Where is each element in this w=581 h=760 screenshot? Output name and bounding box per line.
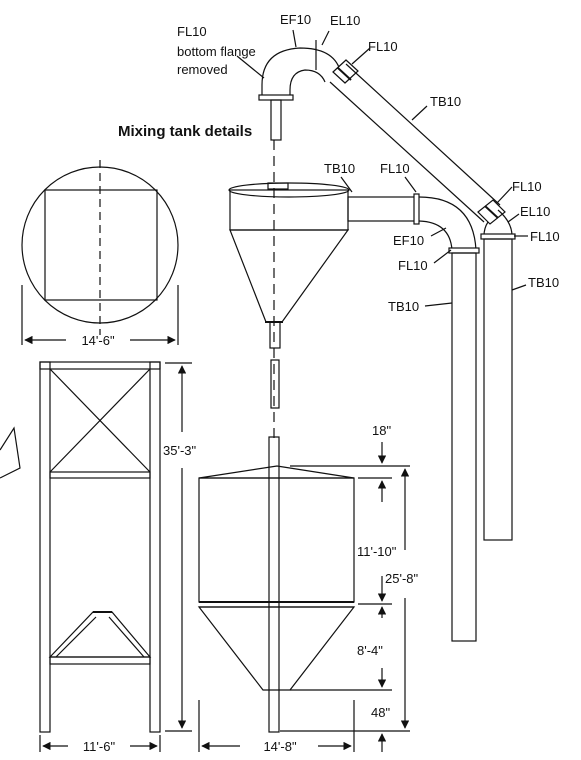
tank-dimensions: 18" 11'-10" 25'-8" 8'-4" 48" 14'-8" [198, 423, 419, 754]
dim-frame-height: 35'-3" [163, 443, 197, 458]
middle-pipe-elbow [347, 193, 480, 642]
label-fl10-mid-low: FL10 [398, 258, 428, 273]
support-frame: 35'-3" 11'-6" [0, 361, 197, 754]
label-fl10-note2: removed [177, 62, 228, 77]
top-elbow-assembly [258, 40, 501, 223]
component-labels: FL10 bottom flange removed EF10 EL10 FL1… [177, 12, 560, 314]
dim-frame-width: 11'-6" [83, 739, 116, 754]
dim-tank-width: 14'-8" [263, 739, 297, 754]
dim-bottom-gap: 48" [371, 705, 390, 720]
leader-lines [236, 29, 528, 307]
dim-total-height: 25'-8" [385, 571, 419, 586]
label-ef10-mid: EF10 [393, 233, 424, 248]
right-drop-pipe [477, 199, 516, 541]
label-fl10-note1: bottom flange [177, 44, 256, 59]
dim-cone-height: 8'-4" [357, 643, 383, 658]
label-el10-right: EL10 [520, 204, 550, 219]
label-tb10-mid: TB10 [324, 161, 355, 176]
label-fl10-top: FL10 [177, 24, 207, 39]
dim-top-gap: 18" [372, 423, 391, 438]
main-tank [197, 436, 356, 733]
dim-cyl-height: 11'-10" [357, 544, 397, 559]
label-fl10-mid: FL10 [380, 161, 410, 176]
label-fl10-right-a: FL10 [512, 179, 542, 194]
label-ef10-top: EF10 [280, 12, 311, 27]
label-tb10-diagonal: TB10 [430, 94, 461, 109]
diagram-title: Mixing tank details [118, 123, 252, 140]
label-fl10-right-b: FL10 [530, 229, 560, 244]
dim-circle-width: 14'-6" [81, 333, 115, 348]
cyclone-separator [228, 182, 350, 409]
label-tb10-left-long: TB10 [388, 299, 419, 314]
tank-top-view: 14'-6" [21, 160, 179, 348]
label-el10-top: EL10 [330, 13, 360, 28]
label-tb10-right: TB10 [528, 275, 559, 290]
label-fl10-top-right: FL10 [368, 39, 398, 54]
